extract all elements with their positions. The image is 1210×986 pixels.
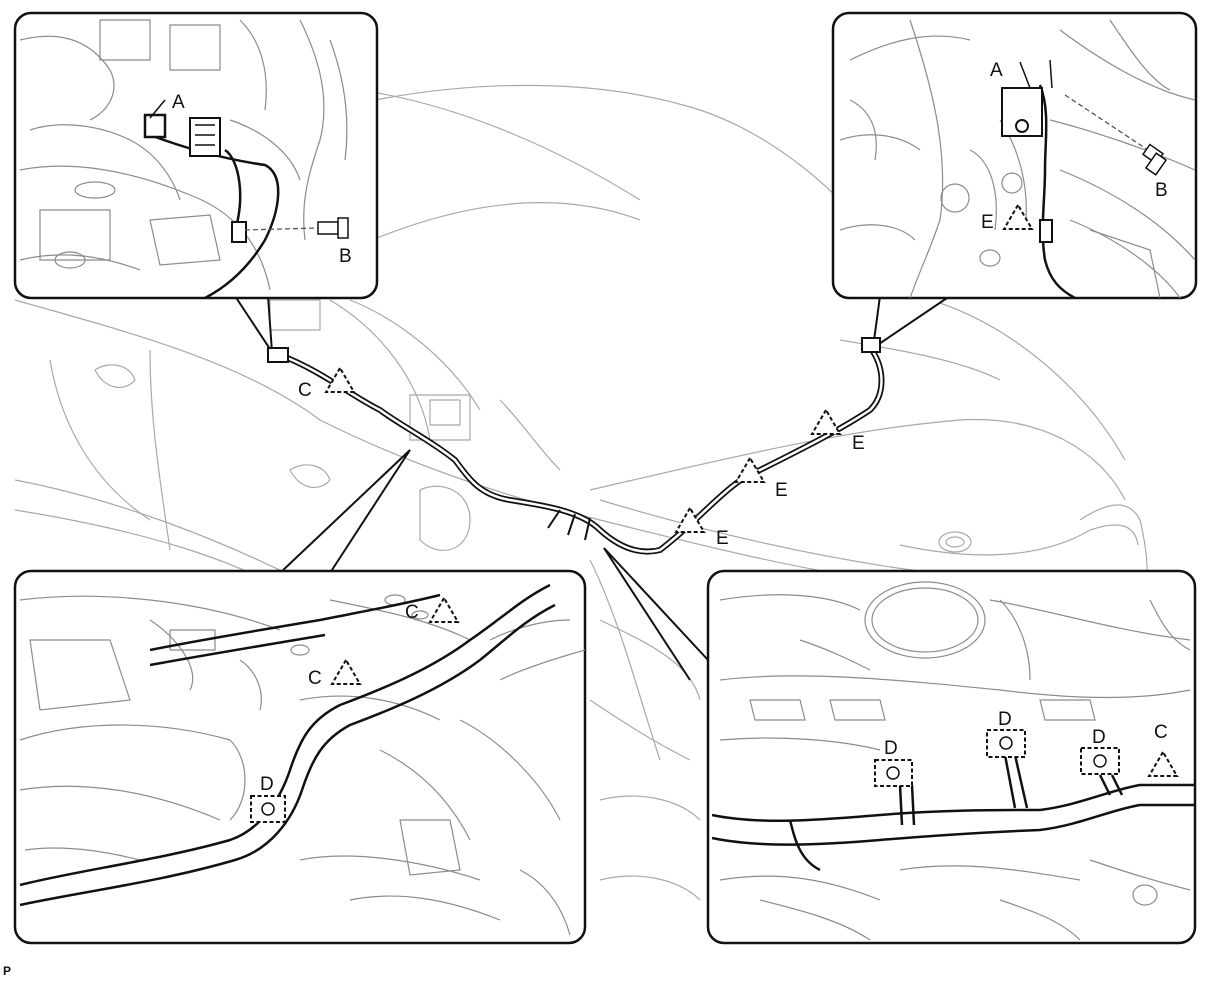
label-d: D — [260, 774, 274, 795]
label-a: A — [172, 92, 185, 113]
inset-bottom-right: D D D C — [706, 569, 1197, 945]
label-b: B — [339, 246, 352, 267]
label-d: D — [884, 738, 898, 759]
bolt-b — [1141, 143, 1168, 176]
clamp-c-marker — [1147, 750, 1179, 777]
label-b: B — [1155, 180, 1168, 201]
label-e: E — [775, 480, 788, 501]
label-d: D — [1092, 727, 1106, 748]
inset-top-left: A B — [13, 11, 379, 300]
label-c: C — [298, 380, 312, 401]
clamp-e-marker — [674, 506, 706, 533]
label-c: C — [405, 602, 419, 623]
clamp-c-marker — [324, 366, 356, 393]
callout-leaders — [234, 295, 951, 681]
inset-bottom-left: C C D — [13, 569, 587, 945]
label-c: C — [1154, 722, 1168, 743]
clamp-e-marker — [1002, 203, 1034, 230]
clamp-e-marker — [734, 456, 766, 483]
inset-top-right: A B E — [831, 11, 1198, 300]
footer-code: P — [3, 964, 12, 978]
label-e: E — [716, 528, 729, 549]
label-e: E — [981, 212, 994, 233]
main-markers — [324, 366, 842, 533]
label-e: E — [852, 433, 865, 454]
clamp-c-marker — [428, 596, 460, 623]
main-marker-labels: C E E E — [298, 380, 865, 549]
clamp-c-marker — [330, 658, 362, 685]
label-c: C — [308, 668, 322, 689]
label-a: A — [990, 60, 1003, 81]
label-d: D — [998, 709, 1012, 730]
clamp-e-marker — [810, 408, 842, 435]
bolt-b — [317, 217, 349, 239]
